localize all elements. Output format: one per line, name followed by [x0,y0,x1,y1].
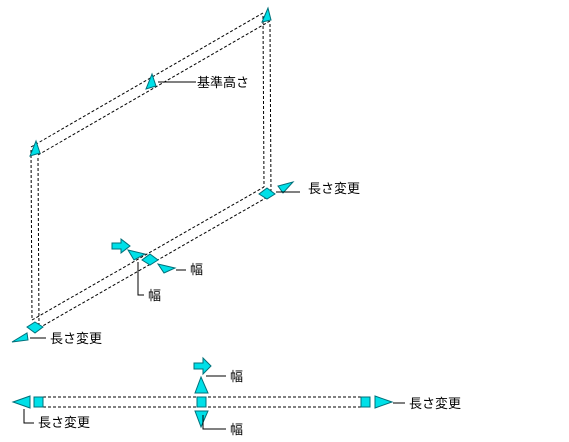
width-lower-label: 幅 [148,289,161,304]
length-change-left-label: 長さ変更 [50,331,102,347]
wall-right-edge-outer [262,15,265,188]
wall-left-edge-inner [37,157,40,329]
base-height-label: 基準高さ [197,75,249,91]
length-change-arrow-left[interactable] [11,332,29,343]
plan-length-left-label: 長さ変更 [38,415,90,431]
base-height-grip-top-right[interactable] [261,6,272,23]
plan-wall: 幅 長さ変更 長さ変更 幅 [11,356,461,438]
plan-width-arrow-up[interactable] [194,375,209,394]
midpoint-grip[interactable] [141,253,159,266]
endpoint-grip-right[interactable] [258,187,276,200]
plan-width-arrow-down[interactable] [194,410,209,429]
width-upper-label: 幅 [190,263,203,278]
plan-endpoint-grip-left[interactable] [33,396,44,408]
length-change-right-label: 長さ変更 [308,181,360,197]
plan-flip-arrow-icon[interactable] [193,356,212,376]
plan-length-arrow-right[interactable] [374,395,394,409]
width-lower-leader [137,262,144,296]
plan-endpoint-grip-right[interactable] [360,396,371,408]
plan-width-bottom-leader [202,415,226,430]
wall-right-edge-inner [269,23,272,196]
width-arrow-lower[interactable] [156,263,177,274]
isometric-wall: 基準高さ 長さ変更 幅 幅 長さ変更 [11,6,360,347]
wall-bottom-edge-outer [31,186,265,321]
plan-length-left-leader [23,409,34,424]
plan-width-top-label: 幅 [230,370,243,385]
wall-left-edge-outer [30,149,33,321]
width-arrow-upper[interactable] [126,249,147,261]
base-height-grip-top-left[interactable] [29,139,41,157]
plan-width-bottom-label: 幅 [230,423,243,438]
wall-bottom-edge-inner [38,194,272,329]
plan-midpoint-grip[interactable] [196,396,207,408]
base-height-grip-middle[interactable] [145,72,157,90]
plan-length-arrow-left[interactable] [11,395,31,409]
endpoint-grip-left[interactable] [26,321,44,334]
length-change-arrow-right[interactable] [277,181,295,194]
flip-arrow-icon[interactable] [111,237,131,255]
plan-length-right-label: 長さ変更 [409,396,461,412]
